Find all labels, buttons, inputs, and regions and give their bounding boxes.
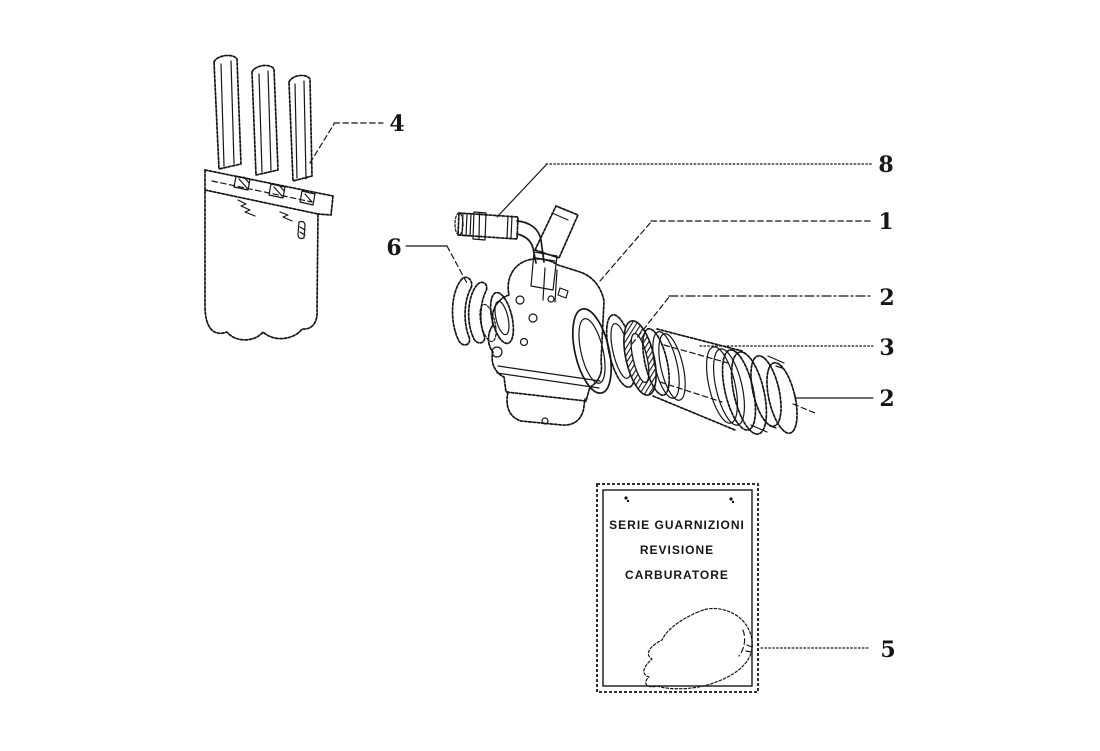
clamp-inner-band: [467, 281, 488, 344]
clamp-outer-band: [451, 276, 473, 346]
bracket-screw-3: [299, 190, 316, 206]
kit-label-line-2: REVISIONE: [640, 543, 714, 557]
intake-sleeve: [641, 327, 768, 435]
bowl-flange-lines: [496, 365, 601, 389]
float-bowl: [506, 391, 586, 426]
leader-2-lower-tail: [792, 403, 816, 414]
outlet-flange-inner: [578, 318, 606, 384]
speck-right-icon: [729, 497, 733, 501]
leader-4: [309, 122, 384, 164]
bracket-prong-right-channel: [294, 80, 307, 180]
inlet-tube-ribs: [461, 212, 472, 237]
inlet-tube-collar: [506, 215, 513, 239]
bracket-screw-2: [268, 183, 286, 199]
bracket-prong-mid: [251, 64, 279, 176]
body-screw-2: [528, 313, 538, 323]
speck-left-icon: [626, 499, 630, 503]
bracket-prong-right: [288, 74, 313, 182]
callout-number-4: 4: [389, 111, 404, 137]
bracket-screw-1: [233, 175, 251, 191]
gasket-ring-lower-front: [766, 361, 798, 435]
gasket-outline-sketch: [643, 607, 753, 690]
gasket-kit-box: SERIE GUARNIZIONI REVISIONE CARBURATORE: [596, 483, 759, 693]
fuel-banjo: [491, 346, 503, 358]
gasket-sketch-detail: [738, 629, 753, 657]
leader-1: [599, 220, 874, 282]
bracket-lower-body: [204, 169, 319, 341]
body-screw-4: [547, 295, 555, 303]
inlet-elbow: [516, 220, 545, 264]
carburetor-assembly: [451, 205, 613, 426]
callout-number-6: 6: [386, 235, 401, 261]
body-detail-lines: [542, 267, 558, 303]
outlet-flange-outer: [571, 308, 613, 394]
inlet-tube-nut: [472, 211, 487, 241]
leader-lines: [309, 122, 874, 649]
mounting-bracket-part: [204, 54, 334, 341]
callout-number-2-upper: 2: [879, 285, 894, 311]
kit-label-line-3: CARBURATORE: [625, 568, 729, 582]
sleeve-right-rib-2: [712, 348, 746, 426]
leader-2-upper-diagonal: [631, 296, 670, 345]
intake-bell-outer: [489, 291, 515, 345]
gasket-ring-lower-back: [750, 354, 782, 428]
bracket-prong-left: [213, 54, 242, 170]
sleeve-surface-line: [659, 344, 729, 403]
cable-arm-outline: [534, 205, 579, 259]
bracket-slot: [297, 220, 306, 240]
throttle-cable-bracket: [534, 205, 579, 259]
sleeve-right-end: [721, 349, 757, 431]
fuel-inlet-fitting: [454, 211, 545, 264]
body-screw-3: [519, 337, 529, 347]
callout-number-8: 8: [878, 152, 893, 178]
sleeve-left-rib-2: [658, 333, 686, 401]
callout-numbers: 4 8 1 6 2 3 2 5: [386, 111, 895, 663]
sleeve-left-end: [641, 327, 671, 397]
choke-lever: [557, 287, 569, 299]
callout-number-2-lower: 2: [879, 386, 894, 412]
callout-number-1: 1: [878, 209, 893, 235]
gasket-ring-lower-connectors: [750, 355, 785, 433]
sleeve-top-edge: [656, 328, 743, 352]
bowl-drain-screw: [541, 417, 549, 425]
speck-right-icon: [731, 500, 735, 504]
sleeve-bottom-edge: [652, 395, 736, 431]
body-screw-1: [515, 295, 525, 305]
kit-bag-outer-border: [596, 483, 759, 693]
kit-bag-specks: [624, 496, 735, 504]
bracket-prong-mid-channel: [258, 70, 272, 173]
callout-number-3: 3: [879, 335, 894, 361]
cable-arm-inner-line: [551, 205, 569, 221]
kit-label-line-1: SERIE GUARNIZIONI: [609, 518, 745, 532]
bracket-spring-squiggle: [237, 199, 293, 222]
body-outline: [487, 258, 605, 402]
gasket-ring-lower: [750, 354, 798, 435]
leader-6-diagonal: [446, 245, 469, 286]
kit-bag-inner-border: [602, 489, 753, 687]
bracket-prong-left-channel: [220, 60, 235, 167]
o-ring-inner: [630, 332, 650, 384]
sleeve-end-flange: [730, 351, 768, 435]
carburetor-body: [479, 251, 613, 426]
sleeve-right-rib-1: [705, 346, 739, 424]
callout-number-5: 5: [880, 637, 895, 663]
leader-8-diagonal: [496, 164, 547, 218]
bracket-rod: [211, 180, 313, 203]
intake-clamp: [451, 276, 488, 346]
speck-left-icon: [624, 496, 628, 500]
intake-bell-inner: [494, 300, 510, 336]
